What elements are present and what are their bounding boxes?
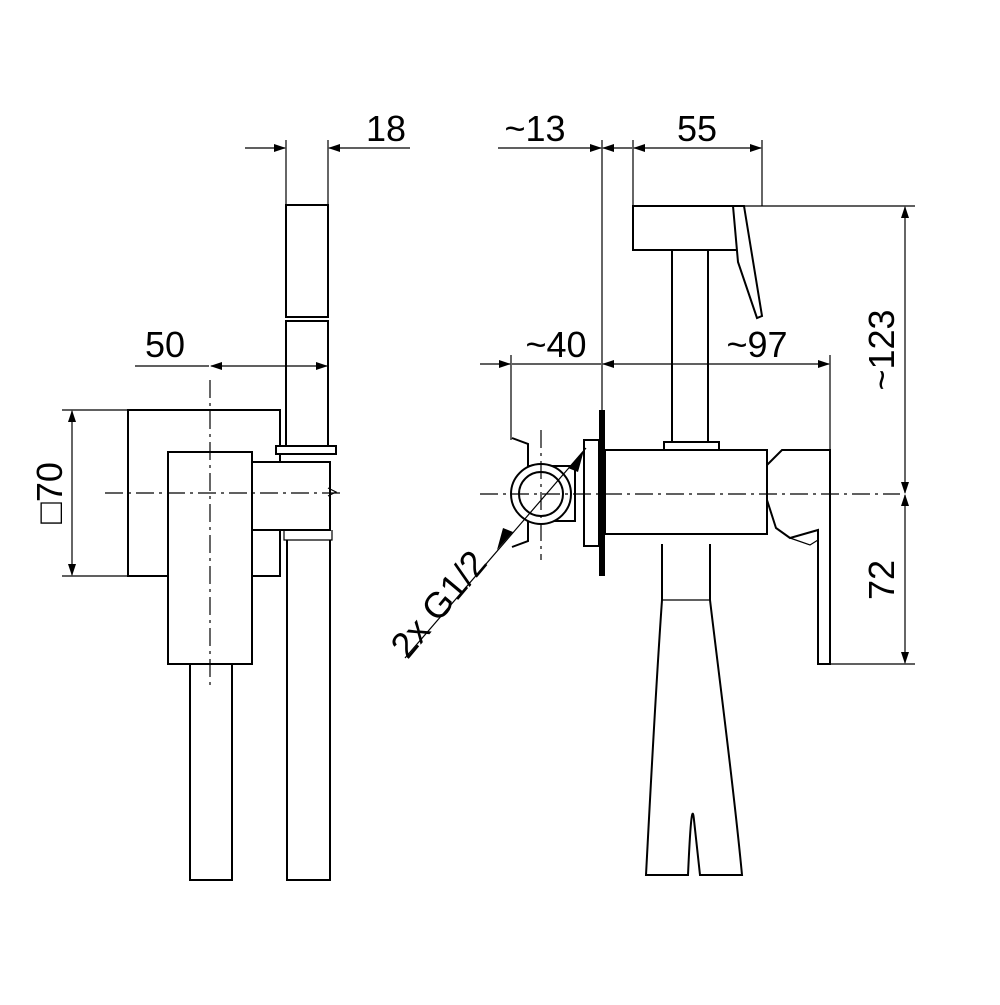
supply-hose <box>189 664 233 881</box>
outlet-nub <box>327 487 338 497</box>
lever-detail <box>789 537 819 546</box>
thread-callout: 2x G1/2 <box>382 542 494 665</box>
dim-total-height: ~123 <box>861 309 902 390</box>
holder-outlet <box>251 461 331 531</box>
front-hoses <box>644 544 744 876</box>
front-view: ~13 55 ~40 ~97 ~123 72 2x G1/2 <box>382 108 915 876</box>
escutcheon <box>583 439 600 547</box>
shower-hose <box>286 540 331 881</box>
side-view: 18 50 □70 <box>29 108 410 881</box>
callout-arrow-upper <box>568 450 584 472</box>
dim-cover-size: □70 <box>29 462 70 524</box>
shower-collar <box>275 445 337 455</box>
shower-trigger <box>731 205 764 320</box>
dim-inlet-depth: ~40 <box>525 324 586 365</box>
shower-head <box>632 205 740 251</box>
dim-body-length: ~97 <box>726 324 787 365</box>
dim-side-thickness: 18 <box>366 108 406 149</box>
callout-leader <box>404 447 587 659</box>
shower-head-upper <box>285 204 329 318</box>
dim-handle-width: 55 <box>677 108 717 149</box>
wall-flange <box>599 410 605 576</box>
hose-nut <box>283 530 333 541</box>
mixer-body-front <box>604 449 768 535</box>
shower-riser <box>671 249 709 443</box>
mixer-lever <box>766 449 831 665</box>
callout-arrow-lower <box>497 528 513 550</box>
dim-wall-gap: ~13 <box>504 108 565 149</box>
dim-side-depth: 50 <box>145 324 185 365</box>
riser-collar <box>663 441 720 451</box>
shower-head-lower <box>285 320 329 447</box>
dim-lower-height: 72 <box>861 560 902 600</box>
